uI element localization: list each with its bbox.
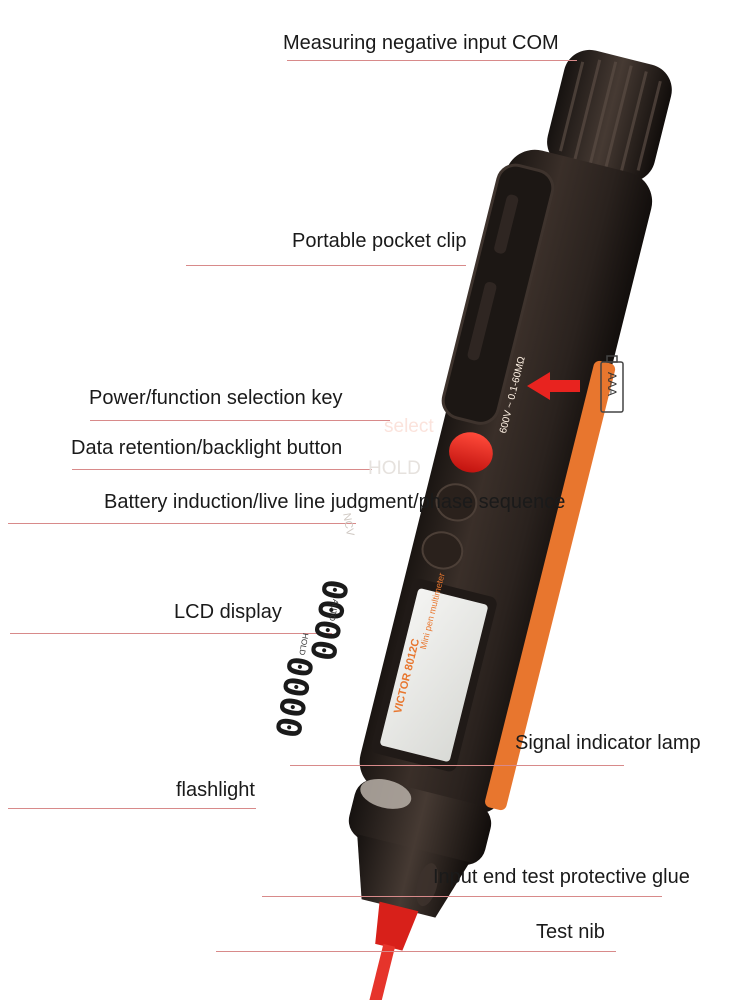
protective-glue	[375, 901, 419, 951]
leader-signal-lamp	[290, 765, 624, 766]
label-test-nib: Test nib	[536, 921, 605, 943]
label-pocket-clip: Portable pocket clip	[292, 230, 467, 252]
label-battery-induction: Battery induction/live line judgment/pha…	[104, 491, 566, 513]
label-input-end-glue: Input end test protective glue	[433, 866, 690, 888]
label-power-key: Power/function selection key	[89, 387, 343, 409]
battery-label: AAA	[605, 372, 619, 397]
leader-pocket-clip	[186, 265, 466, 266]
cap-ridges	[559, 59, 662, 173]
label-data-retention: Data retention/backlight button	[71, 437, 343, 459]
battery-icon	[600, 355, 624, 413]
test-nib-shape	[368, 943, 396, 1000]
ncv-button-shape	[421, 531, 464, 570]
label-lcd-display: LCD display	[174, 601, 282, 623]
label-flashlight: flashlight	[176, 779, 255, 801]
select-button-label: select	[384, 416, 434, 437]
battery-arrow-icon	[527, 372, 580, 400]
leader-battery-induction	[8, 523, 356, 524]
leader-flashlight	[8, 808, 256, 809]
leader-lcd-display	[10, 633, 332, 634]
lcd-screen	[380, 588, 488, 762]
leader-power-key	[90, 420, 390, 421]
label-signal-lamp: Signal indicator lamp	[515, 732, 701, 754]
leader-data-retention	[72, 469, 372, 470]
leader-test-nib	[216, 951, 616, 952]
leader-input-end-glue	[262, 896, 662, 897]
flashlight-lens	[360, 778, 412, 809]
hold-button-shape	[435, 483, 478, 522]
label-measuring-negative-input: Measuring negative input COM	[283, 32, 559, 54]
leader-measuring-negative-input	[287, 60, 577, 61]
hold-button-label: HOLD	[368, 458, 421, 479]
select-button-shape	[449, 432, 493, 473]
orange-stripe	[485, 360, 616, 811]
